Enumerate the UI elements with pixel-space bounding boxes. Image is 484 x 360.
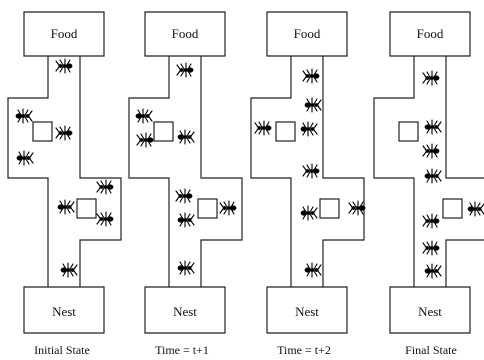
ant-icon <box>56 126 72 140</box>
ant-icon <box>303 69 319 83</box>
ant-icon <box>97 180 113 194</box>
food-label: Food <box>51 26 78 41</box>
obstacle-upper <box>154 122 173 141</box>
ant-icon <box>423 71 439 85</box>
ant-icon <box>301 206 317 220</box>
food-label: Food <box>294 26 321 41</box>
nest-label: Nest <box>52 304 76 319</box>
ant-icon <box>468 202 484 216</box>
ant-icon <box>97 212 113 226</box>
ant-icon <box>61 263 77 277</box>
ant-icon <box>220 201 236 215</box>
ant-icon <box>17 151 33 165</box>
obstacle-upper <box>276 122 295 141</box>
nest-label: Nest <box>173 304 197 319</box>
ant-icon <box>301 122 317 136</box>
ant-icon <box>425 169 441 183</box>
caption-initial-state: Initial State <box>7 343 117 358</box>
ant-icon <box>423 214 439 228</box>
caption-time-t2: Time = t+2 <box>249 343 359 358</box>
ant-icon <box>423 241 439 255</box>
ant-icon <box>178 261 194 275</box>
ant-icon <box>178 213 194 227</box>
nest-label: Nest <box>418 304 442 319</box>
ant-icon <box>56 59 72 73</box>
ant-icon <box>425 120 441 134</box>
caption-time-t1: Time = t+1 <box>127 343 237 358</box>
ant-icon <box>177 63 193 77</box>
food-label: Food <box>172 26 199 41</box>
ant-icon <box>137 133 153 147</box>
ant-icon <box>16 109 32 123</box>
nest-label: Nest <box>295 304 319 319</box>
ant-icon <box>303 164 319 178</box>
maze-outline <box>129 12 242 333</box>
ant-icon <box>178 130 194 144</box>
obstacle-lower <box>320 199 339 218</box>
ant-icon <box>305 98 321 112</box>
obstacle-lower <box>443 199 462 218</box>
ant-icon <box>176 189 192 203</box>
ant-icon <box>423 144 439 158</box>
obstacle-upper <box>33 122 52 141</box>
caption-final-state: Final State <box>376 343 484 358</box>
food-label: Food <box>417 26 444 41</box>
ant-icon <box>136 109 152 123</box>
ant-icon <box>305 263 321 277</box>
ant-icon <box>425 264 441 278</box>
obstacle-lower <box>198 199 217 218</box>
obstacle-lower <box>77 199 96 218</box>
ant-icon <box>58 200 74 214</box>
obstacle-upper <box>399 122 418 141</box>
ant-icon <box>255 121 271 135</box>
ant-icon <box>349 201 365 215</box>
